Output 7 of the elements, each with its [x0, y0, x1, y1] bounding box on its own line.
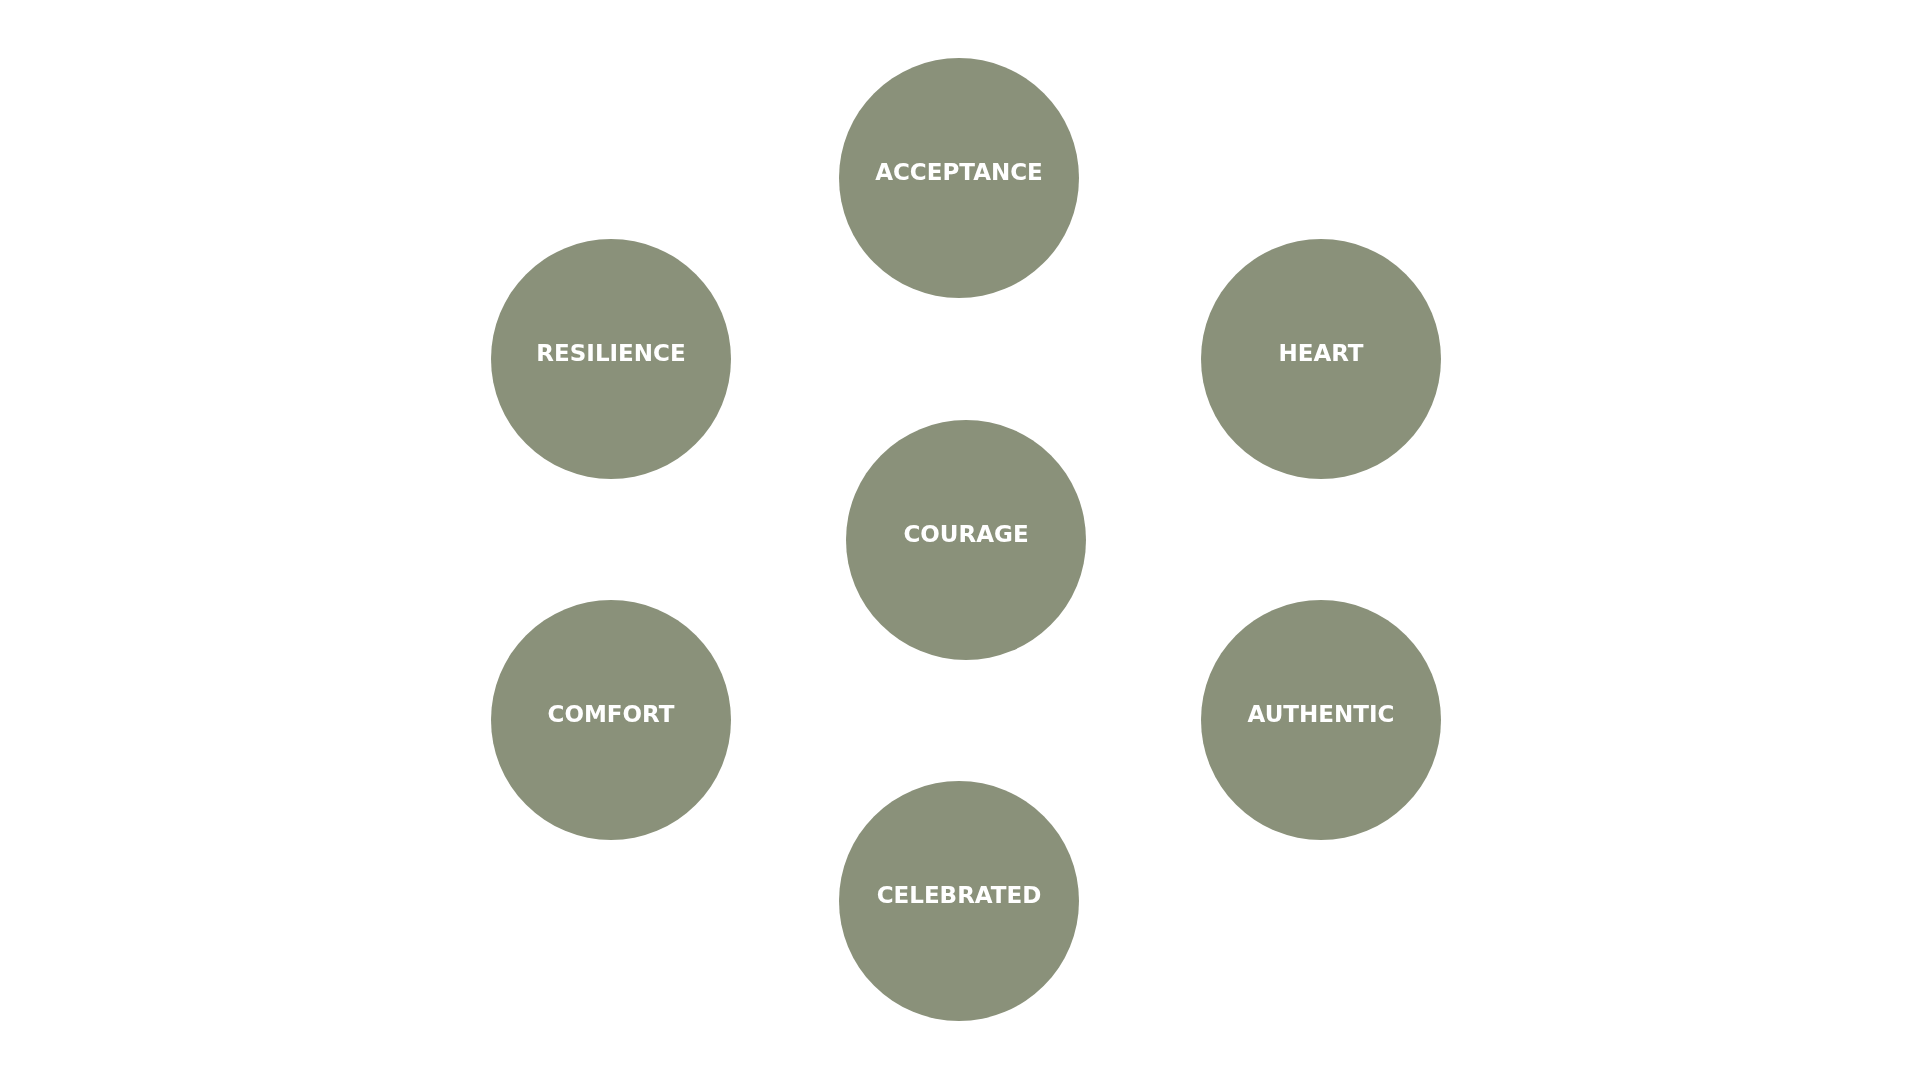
node-label: HEART	[1278, 340, 1364, 368]
node-label: ACCEPTANCE	[875, 159, 1043, 187]
node-label: RESILIENCE	[536, 340, 686, 368]
node-label: COURAGE	[903, 521, 1029, 549]
node-label: COMFORT	[547, 701, 675, 729]
node-label: CELEBRATED	[876, 882, 1042, 910]
node-label: AUTHENTIC	[1247, 701, 1395, 729]
